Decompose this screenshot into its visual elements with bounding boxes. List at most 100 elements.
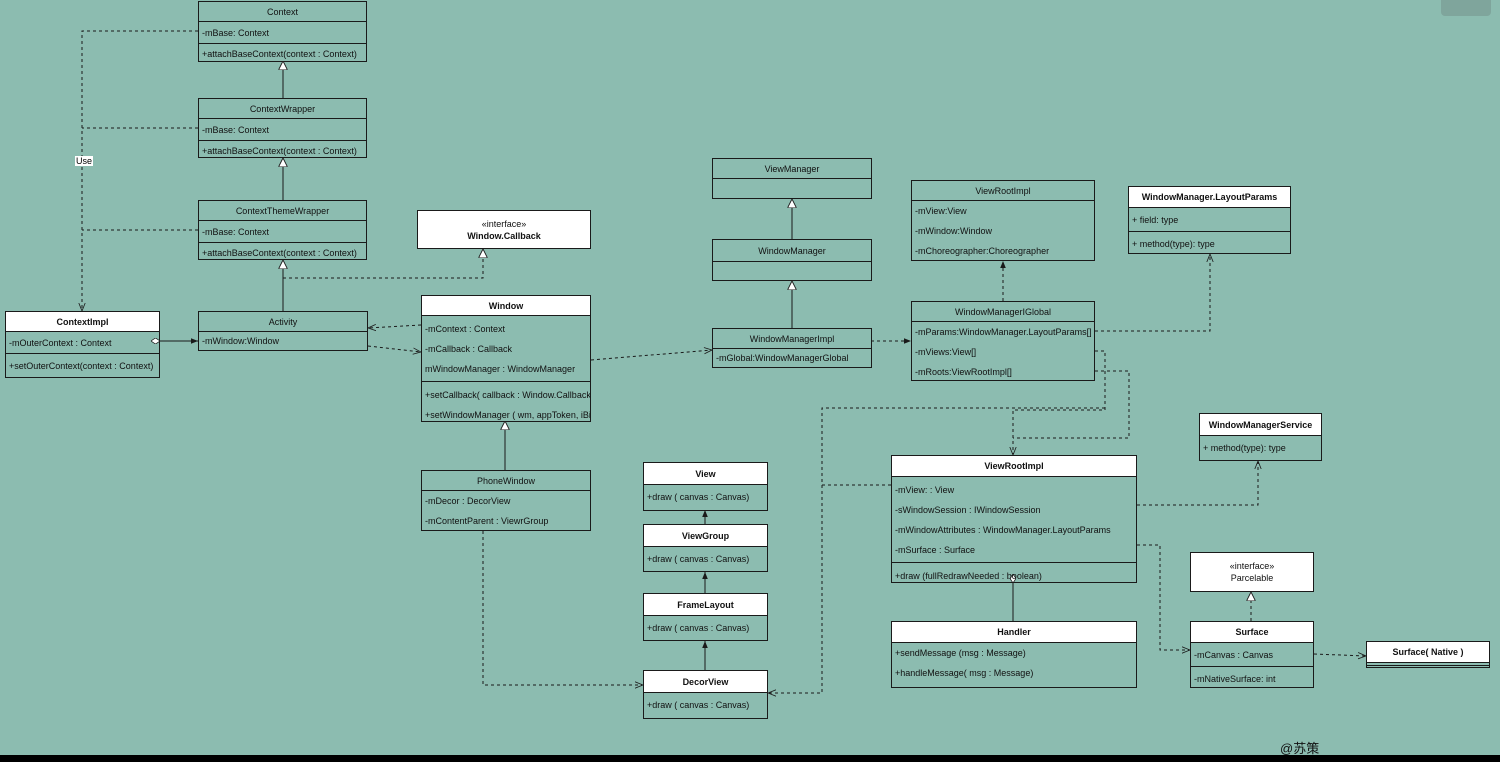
class-window-manager[interactable]: WindowManager: [712, 239, 872, 281]
edge-activity-window: [367, 345, 421, 352]
edge-surface-native: [1313, 654, 1366, 656]
class-method: +attachBaseContext(context : Context): [202, 49, 357, 59]
class-title: ViewManager: [713, 159, 871, 179]
class-context-impl[interactable]: ContextImpl -mOuterContext : Context +se…: [5, 311, 160, 378]
class-window-manager-impl[interactable]: WindowManagerImpl -mGlobal:WindowManager…: [712, 328, 872, 368]
class-method: +handleMessage( msg : Message): [895, 668, 1034, 678]
bottom-bar: [0, 755, 1500, 762]
class-method: +draw ( canvas : Canvas): [647, 554, 750, 564]
edge-viewrootimpl-surface: [1137, 544, 1190, 650]
class-method: +draw ( canvas : Canvas): [647, 700, 750, 710]
class-title: Window.Callback: [467, 230, 541, 241]
class-title: Surface: [1191, 622, 1313, 643]
class-method: +setOuterContext(context : Context): [9, 361, 154, 371]
class-window-manager-service[interactable]: WindowManagerService + method(type): typ…: [1199, 413, 1322, 461]
class-context-wrapper[interactable]: ContextWrapper -mBase: Context +attachBa…: [198, 98, 367, 158]
edge-global-layoutparams: [1095, 254, 1210, 332]
interface-parcelable[interactable]: «interface» Parcelable: [1190, 552, 1314, 592]
edge-window-activity: [368, 325, 422, 328]
class-view-manager[interactable]: ViewManager: [712, 158, 872, 199]
class-method: -mNativeSurface: int: [1194, 674, 1276, 684]
class-attribute: -mBase: Context: [202, 227, 270, 237]
edge-global-viewrootimpl-2: [1013, 370, 1130, 439]
class-attribute: -mChoreographer:Choreographer: [915, 246, 1050, 256]
class-attribute: -mBase: Context: [202, 28, 270, 38]
class-attribute: mWindowManager : WindowManager: [425, 364, 576, 374]
class-title: WindowManager: [713, 240, 871, 262]
class-method: +attachBaseContext(context : Context): [202, 248, 357, 258]
class-title: Surface( Native ): [1367, 642, 1489, 663]
class-phone-window[interactable]: PhoneWindow -mDecor : DecorView -mConten…: [421, 470, 591, 531]
stereotype-label: «interface»: [1229, 561, 1275, 571]
class-view-root-impl[interactable]: ViewRootImpl -mView: : View -sWindowSess…: [891, 455, 1137, 583]
class-title: ContextWrapper: [199, 99, 366, 119]
class-frame-layout[interactable]: FrameLayout +draw ( canvas : Canvas): [643, 593, 768, 641]
author-signature: @苏策: [1280, 741, 1320, 756]
class-attribute: -mGlobal:WindowManagerGlobal: [716, 353, 849, 363]
class-window-manager-global[interactable]: WindowManagerIGlobal -mParams:WindowMana…: [911, 301, 1095, 381]
class-title: ViewRootImpl: [912, 181, 1094, 201]
class-title: ViewRootImpl: [892, 456, 1136, 477]
class-method: +draw ( canvas : Canvas): [647, 623, 750, 633]
class-attribute: -mCanvas : Canvas: [1194, 650, 1274, 660]
class-title: PhoneWindow: [422, 471, 590, 491]
class-window[interactable]: Window -mContext : Context -mCallback : …: [421, 295, 591, 422]
class-title: View: [644, 463, 767, 485]
class-method: +setCallback( callback : Window.Callback: [425, 390, 590, 400]
stereotype-label: «interface»: [481, 218, 527, 229]
class-title: ContextImpl: [6, 312, 159, 332]
class-view-root-impl-top[interactable]: ViewRootImpl -mView:View -mWindow:Window…: [911, 180, 1095, 261]
edge-viewrootimpl-wms: [1137, 461, 1258, 506]
class-attribute: -mDecor : DecorView: [425, 496, 511, 506]
class-method: +sendMessage (msg : Message): [895, 648, 1026, 658]
class-attribute: -sWindowSession : IWindowSession: [895, 505, 1041, 515]
class-title: WindowManagerService: [1200, 414, 1321, 436]
class-method: +draw (fullRedrawNeeded : boolean): [895, 571, 1042, 581]
class-title: DecorView: [644, 671, 767, 693]
class-method: + method(type): type: [1203, 443, 1286, 453]
class-title: Activity: [199, 312, 367, 332]
class-activity[interactable]: Activity -mWindow:Window: [198, 311, 368, 351]
class-title: ViewGroup: [644, 525, 767, 547]
class-attribute: -mOuterContext : Context: [9, 338, 112, 348]
class-title: WindowManager.LayoutParams: [1129, 187, 1290, 208]
interface-window-callback[interactable]: «interface» Window.Callback: [417, 210, 591, 249]
class-attribute: -mView: : View: [895, 485, 955, 495]
class-title: Window: [422, 296, 590, 316]
class-surface-native[interactable]: Surface( Native ): [1366, 641, 1490, 668]
class-attribute: -mContext : Context: [425, 324, 506, 334]
class-attribute: -mSurface : Surface: [895, 545, 976, 555]
class-method: +setWindowManager ( wm, appToken, iBi: [425, 410, 590, 420]
class-view-group[interactable]: ViewGroup +draw ( canvas : Canvas): [643, 524, 768, 572]
edge-phonewindow-decorview: [482, 531, 643, 685]
class-attribute: -mBase: Context: [202, 125, 270, 135]
edge-use-context: [82, 30, 198, 311]
class-title: Context: [199, 2, 366, 22]
class-attribute: -mRoots:ViewRootImpl[]: [915, 367, 1012, 377]
class-title: Handler: [892, 622, 1136, 643]
class-title: WindowManagerIGlobal: [912, 302, 1094, 322]
class-title: WindowManagerImpl: [713, 329, 871, 349]
window-corner-button[interactable]: [1441, 0, 1491, 16]
class-method: +attachBaseContext(context : Context): [202, 146, 357, 156]
class-surface[interactable]: Surface -mCanvas : Canvas -mNativeSurfac…: [1190, 621, 1314, 688]
class-decor-view[interactable]: DecorView +draw ( canvas : Canvas): [643, 670, 768, 719]
class-attribute: -mParams:WindowManager.LayoutParams[]: [915, 327, 1092, 337]
class-context[interactable]: Context -mBase: Context +attachBaseConte…: [198, 1, 367, 62]
class-attribute: -mView:View: [915, 206, 967, 216]
class-handler[interactable]: Handler +sendMessage (msg : Message) +ha…: [891, 621, 1137, 688]
class-view[interactable]: View +draw ( canvas : Canvas): [643, 462, 768, 511]
class-attribute: -mWindow:Window: [202, 336, 280, 346]
class-title: FrameLayout: [644, 594, 767, 616]
class-context-theme-wrapper[interactable]: ContextThemeWrapper -mBase: Context +att…: [198, 200, 367, 260]
class-attribute: -mContentParent : ViewrGroup: [425, 516, 549, 526]
class-attribute: -mViews:View[]: [915, 347, 977, 357]
edge-label-use: Use: [75, 156, 94, 166]
class-layout-params[interactable]: WindowManager.LayoutParams + field: type…: [1128, 186, 1291, 254]
edge-activity-windowcallback: [282, 249, 483, 290]
class-title: ContextThemeWrapper: [199, 201, 366, 221]
class-attribute: -mWindow:Window: [915, 226, 993, 236]
edge-global-decorview: [768, 407, 1105, 693]
